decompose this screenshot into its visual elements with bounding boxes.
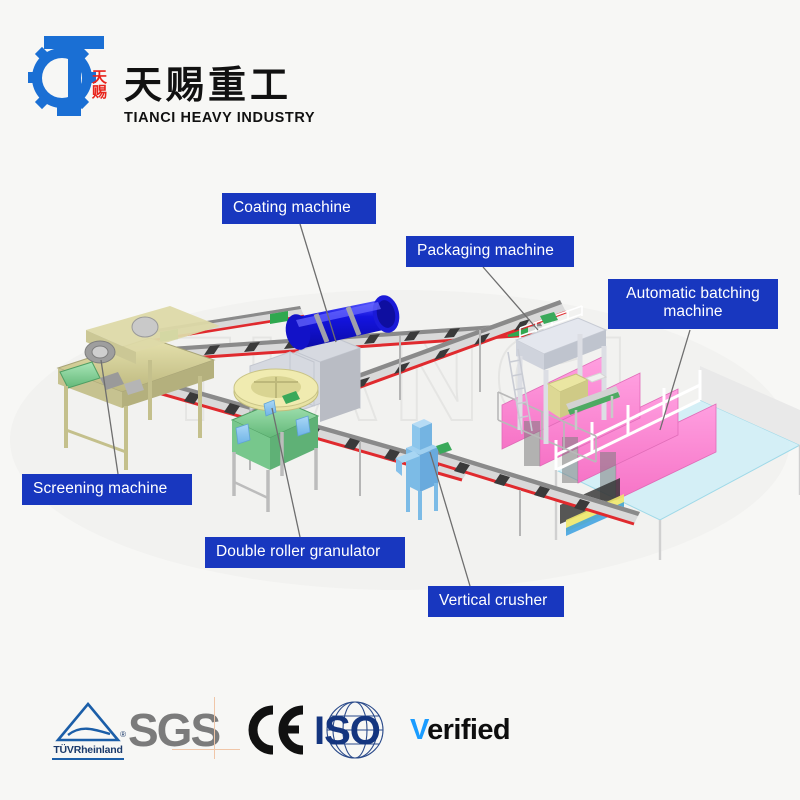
iso-label: ISO: [314, 709, 381, 753]
certification-badges: ® TÜVRheinland SGS CE: [0, 690, 800, 770]
packaging-machine-unit: [507, 305, 620, 444]
label-packaging-machine[interactable]: Packaging machine: [406, 236, 574, 268]
label-coating-machine[interactable]: Coating machine: [222, 193, 376, 225]
verified-label: Verified: [410, 713, 511, 747]
iso-globe-icon: [326, 701, 384, 759]
company-logo: 天赐 天赐重工 TIANCI HEAVY INDUSTRY: [28, 32, 318, 130]
label-automatic-batching-machine[interactable]: Automatic batching machine: [608, 279, 778, 329]
leader-crusher: [429, 451, 471, 587]
conveyor-drive-units: [282, 312, 558, 454]
leader-granulator: [271, 407, 301, 538]
cert-tuv-rheinland: ® TÜVRheinland: [52, 690, 126, 770]
screening-machine-unit: [56, 306, 220, 470]
platform-railing: [554, 370, 702, 472]
tuv-registered-mark: ®: [120, 730, 126, 739]
logo-name-en: TIANCI HEAVY INDUSTRY: [124, 110, 316, 126]
leader-packaging: [482, 266, 539, 331]
drive-motor: [59, 361, 144, 395]
logo-name-cn: 天赐重工: [124, 63, 293, 107]
tuv-triangle-icon: [55, 701, 121, 742]
ce-mark-icon: [248, 705, 304, 755]
label-double-roller-granulator[interactable]: Double roller granulator: [205, 537, 405, 569]
verified-label-rest: erified: [427, 713, 510, 746]
label-vertical-crusher[interactable]: Vertical crusher: [428, 586, 564, 618]
vertical-crusher-unit: [396, 419, 438, 520]
cert-sgs: SGS: [128, 690, 240, 770]
cert-ce: CE: [245, 690, 307, 770]
cert-iso: ISO: [312, 690, 398, 770]
leader-lines: [100, 223, 691, 587]
sgs-label: SGS: [128, 704, 221, 756]
leader-screening: [100, 359, 119, 475]
tuv-label: TÜVRheinland: [52, 744, 124, 760]
leader-batching: [659, 329, 691, 431]
logo-mark-cn: 天赐: [92, 68, 108, 101]
sgs-crosshair-vertical: [214, 697, 215, 759]
packaging-ladder: [507, 348, 533, 435]
leader-coating: [299, 223, 337, 343]
verified-check-icon: V: [410, 713, 428, 746]
sgs-crosshair-horizontal: [172, 749, 240, 750]
cert-verified: Verified: [410, 690, 511, 770]
label-screening-machine[interactable]: Screening machine: [22, 474, 192, 506]
tianci-gear-t-logo-icon: [28, 36, 104, 116]
